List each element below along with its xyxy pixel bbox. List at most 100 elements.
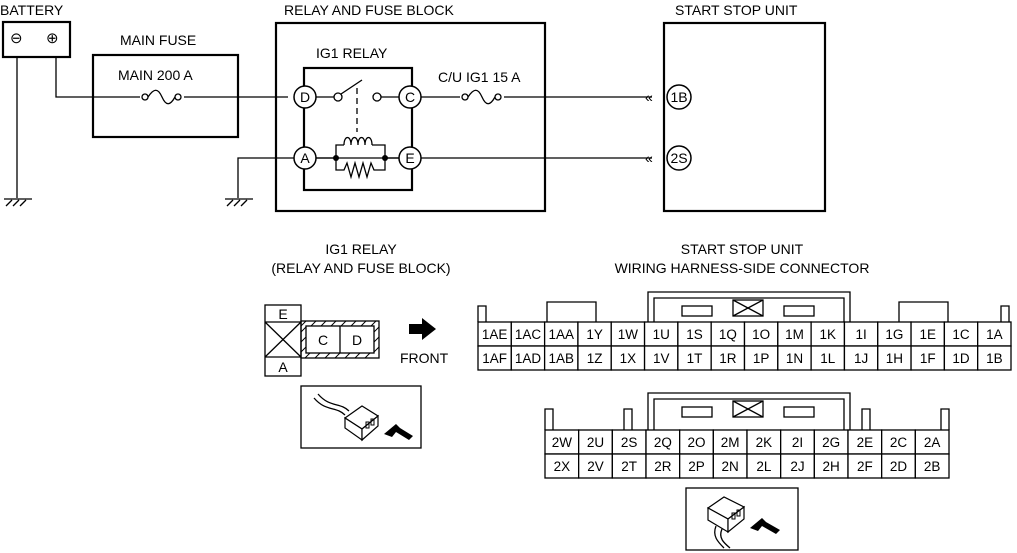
connector-pin-label: 2H xyxy=(823,459,840,474)
ground-symbol-relay-icon xyxy=(225,198,253,207)
connector-pin-label: 2J xyxy=(790,459,804,474)
battery-negative-icon: ⊖ xyxy=(10,30,23,47)
connector-pin-label: 1C xyxy=(952,327,970,342)
cu-ig1-fuse-label: C/U IG1 15 A xyxy=(438,69,521,85)
connector-cavity xyxy=(877,345,912,371)
connector-pin-label: 1F xyxy=(920,351,936,366)
ground-symbol-battery-icon xyxy=(4,198,32,207)
connector-pin-label: 2Q xyxy=(654,435,672,450)
connector-pin-label: 2X xyxy=(554,459,571,474)
connector-pin-label: 1I xyxy=(855,327,866,342)
connector-cavity xyxy=(977,345,1012,371)
relay-connector-subtitle: (RELAY AND FUSE BLOCK) xyxy=(271,260,450,276)
connector-cavity xyxy=(813,429,849,455)
connector-cavity xyxy=(679,453,714,479)
connector-cavity xyxy=(677,345,712,371)
connector-pin-label: 1A xyxy=(986,327,1003,342)
connector-pin-label: 2T xyxy=(621,459,637,474)
connector-cavity xyxy=(610,345,646,371)
connector-cavity xyxy=(577,321,612,347)
cu-ig1-fuse-icon xyxy=(460,89,504,105)
relay-connector-pin-d: D xyxy=(352,332,362,348)
connector-pin-label: 2I xyxy=(792,435,803,450)
connector-pin-label: 1N xyxy=(786,351,803,366)
unit-connector-subtitle: WIRING HARNESS-SIDE CONNECTOR xyxy=(615,260,870,276)
connector-cavity xyxy=(510,345,546,371)
relay-connector-pin-c: C xyxy=(318,332,328,348)
connector-pin-label: 1Q xyxy=(719,327,737,342)
unit-pin-2s xyxy=(666,145,692,171)
connector-cavity xyxy=(577,345,612,371)
connector-pin-label: 2B xyxy=(924,459,941,474)
connector-pin-label: 2G xyxy=(822,435,840,450)
connector-mark-1b-icon: « xyxy=(645,89,653,105)
connector-pin-label: 2V xyxy=(587,459,604,474)
connector-pin-label: 2D xyxy=(890,459,908,474)
relay-pin-e-label: E xyxy=(405,150,414,166)
unit-pin-2s-label: 2S xyxy=(670,150,687,166)
connector-pin-label: 2O xyxy=(687,435,705,450)
relay-block-box xyxy=(274,21,547,213)
connector-pin-label: 2A xyxy=(924,435,941,450)
relay-pin-a-label: A xyxy=(300,150,310,166)
main-fuse-title: MAIN FUSE xyxy=(120,32,196,48)
unit-connector-housing-1 xyxy=(477,291,1010,322)
connector-pin-label: 1Y xyxy=(586,327,603,342)
connector-pin-label: 1AF xyxy=(482,351,507,366)
connector-pin-label: 1R xyxy=(719,351,737,366)
unit-plug-icon xyxy=(706,496,780,549)
connector-pin-label: 1K xyxy=(820,327,837,342)
relay-pin-d-label: D xyxy=(300,89,310,105)
connector-pin-label: 1D xyxy=(952,351,970,366)
relay-connector-title: IG1 RELAY xyxy=(325,241,397,257)
connector-cavity xyxy=(645,429,681,455)
connector-cavity xyxy=(813,453,849,479)
connector-pin-label: 1AB xyxy=(549,351,575,366)
connector-pin-label: 1V xyxy=(653,351,670,366)
relay-connector-pin-e: E xyxy=(278,306,287,322)
connector-cavity xyxy=(780,453,815,479)
connector-cavity xyxy=(643,321,679,347)
main-fuse-box xyxy=(91,53,240,139)
unit-connector-title: START STOP UNIT xyxy=(681,241,804,257)
connector-cavity xyxy=(578,453,613,479)
connector-cavity xyxy=(645,453,681,479)
connector-pin-label: 1AC xyxy=(515,327,542,342)
connector-pin-label: 2K xyxy=(756,435,773,450)
unit-pin-1b-label: 1B xyxy=(670,89,687,105)
connector-cavity xyxy=(914,453,950,479)
connector-pin-label: 1H xyxy=(886,351,903,366)
relay-connector-pin-a: A xyxy=(278,359,288,375)
relay-connector-illustration-frame xyxy=(300,385,422,449)
connector-cavity xyxy=(977,321,1012,347)
connector-pin-label: 2S xyxy=(621,435,638,450)
connector-cavity xyxy=(477,321,512,347)
connector-mark-2s-icon: « xyxy=(645,150,653,166)
relay-switch-icon xyxy=(316,79,399,132)
connector-cavity xyxy=(743,345,779,371)
connector-pin-label: 1J xyxy=(854,351,868,366)
connector-cavity xyxy=(743,321,779,347)
unit-connector-housing-2 xyxy=(544,392,950,430)
connector-cavity xyxy=(780,429,815,455)
relay-pin-c-label: C xyxy=(405,89,415,105)
unit-connector-illustration-frame xyxy=(685,487,799,551)
connector-pin-label: 1S xyxy=(686,327,703,342)
main-fuse-rating: MAIN 200 A xyxy=(118,67,193,83)
connector-cavity xyxy=(777,321,812,347)
connector-pin-label: 2P xyxy=(688,459,705,474)
connector-pin-label: 2R xyxy=(654,459,672,474)
battery-box xyxy=(1,20,72,59)
connector-pin-label: 1U xyxy=(653,327,670,342)
connector-pin-label: 1P xyxy=(753,351,770,366)
connector-pin-label: 2M xyxy=(721,435,740,450)
unit-pin-1b xyxy=(666,84,692,110)
start-stop-unit-title: START STOP UNIT xyxy=(675,2,798,18)
relay-title: IG1 RELAY xyxy=(316,45,388,61)
connector-pin-label: 1T xyxy=(687,351,703,366)
connector-pin-label: 1E xyxy=(919,327,936,342)
connector-cavity xyxy=(477,345,512,371)
connector-pin-label: 2F xyxy=(857,459,873,474)
relay-outline xyxy=(302,66,414,192)
